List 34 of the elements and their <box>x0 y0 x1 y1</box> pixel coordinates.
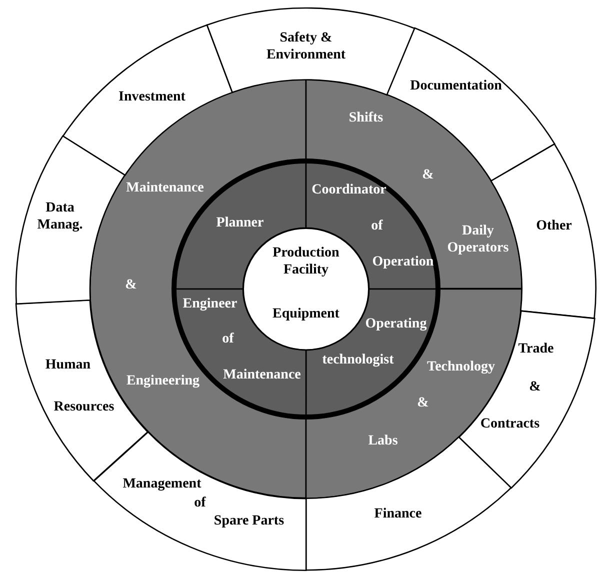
segment-label: Production Facility <box>272 244 340 280</box>
segment-label: & <box>529 378 541 396</box>
segment-label: Daily Operators <box>446 222 510 258</box>
segment-label: Engineering <box>126 372 200 390</box>
segment-label: Operation <box>372 253 434 271</box>
segment-label: & <box>417 394 429 412</box>
segment-label: Technology <box>427 358 495 376</box>
segment-label: & <box>125 276 137 294</box>
segment-label: Investment <box>118 88 186 106</box>
segment-label: Other <box>536 217 572 235</box>
segment-label: Safety & Environment <box>265 29 347 64</box>
segment-label: technologist <box>322 351 394 369</box>
segment-label: Contracts <box>480 415 540 433</box>
segment-label: Finance <box>374 505 422 523</box>
segment-label: Shifts <box>348 109 384 127</box>
segment-label: Trade <box>518 340 554 358</box>
segment-label: Planner <box>216 214 264 232</box>
segment-label: Engineer <box>182 295 238 313</box>
segment-label: Operating <box>365 315 427 333</box>
segment-label: Spare Parts <box>214 512 284 530</box>
segment-label: Labs <box>368 432 398 450</box>
segment-label: Maintenance <box>223 366 301 384</box>
segment-label: of <box>194 494 206 512</box>
segment-label: Management <box>122 475 202 493</box>
segment-label: Maintenance <box>126 179 204 197</box>
segment-label: Data Manag. <box>36 199 84 234</box>
segment-label: Documentation <box>410 77 502 95</box>
segment-label: of <box>371 217 383 235</box>
segment-label: Human <box>45 356 91 374</box>
segment-label: Resources <box>54 398 114 416</box>
segment-label: & <box>422 166 434 184</box>
segment-label: of <box>222 330 234 348</box>
segment-label: Equipment <box>272 305 340 323</box>
segment-label: Coordinator <box>312 181 386 199</box>
